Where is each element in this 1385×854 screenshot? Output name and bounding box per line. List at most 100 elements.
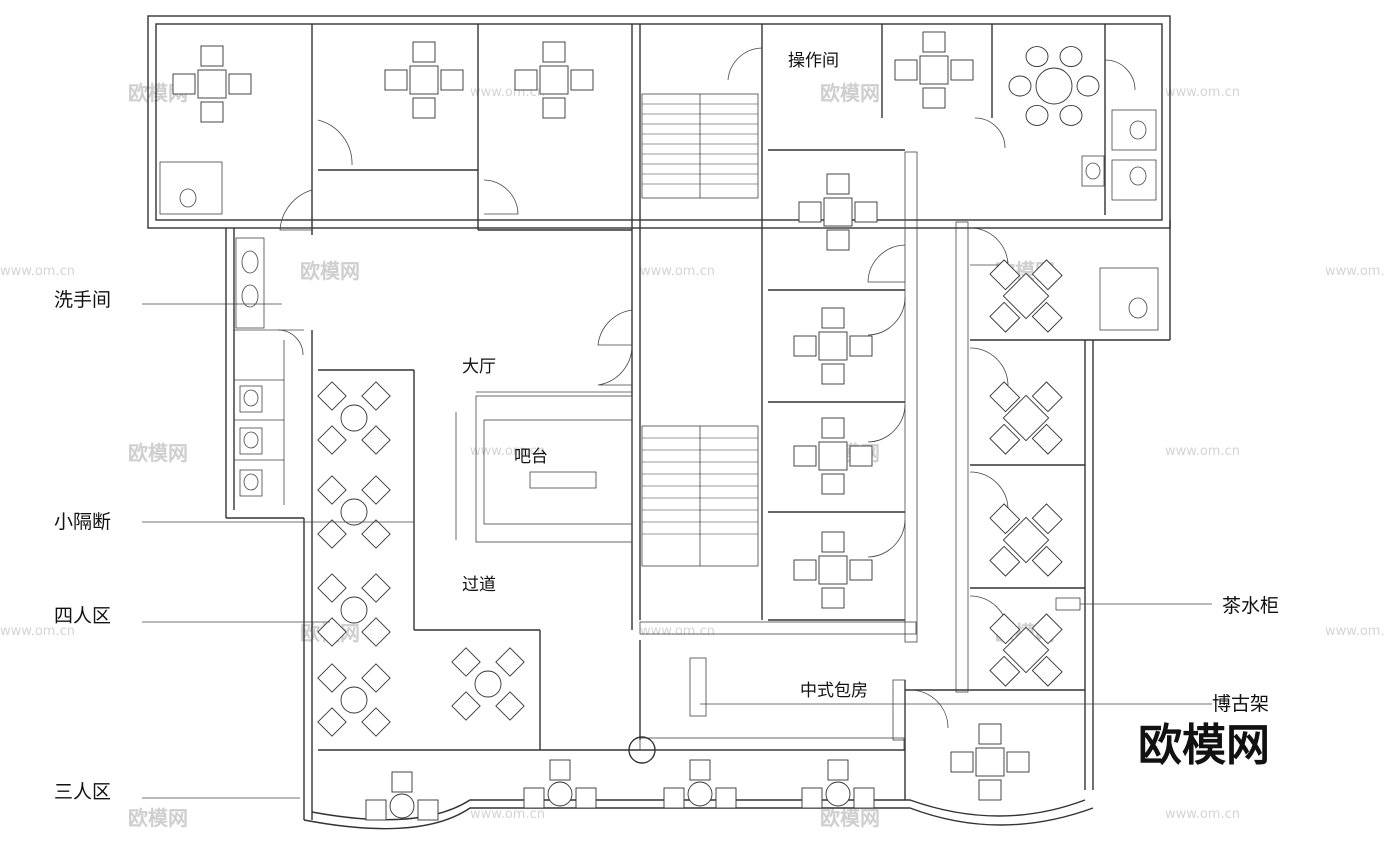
chair [821,363,845,385]
chair [826,173,850,195]
chair-seat [317,617,347,647]
chair [663,787,685,809]
bar-counter [455,391,633,543]
watermark-text: 欧模网 [820,81,880,105]
callout-three-person-area: 三人区 [54,781,111,803]
chair [989,423,1021,455]
chair [361,617,391,647]
watermark-layer: 欧模网 欧模网 欧模网 欧模网 欧模网 欧模网 欧模网 欧模网 欧模网 欧模网 … [0,81,1385,830]
chair [821,307,845,329]
square-table [975,747,1005,777]
round-table [340,686,368,714]
room-label-operation: 操作间 [788,51,839,71]
callout-antique-shelf: 博古架 [1212,693,1269,715]
chair [361,573,391,603]
round-table [474,670,502,698]
chair [317,573,347,603]
chair [978,779,1002,801]
square-table [823,197,853,227]
chair [989,545,1021,577]
rotated-table-set [989,381,1063,455]
exterior-walls [147,15,1171,830]
watermark-site: www.om.cn [0,624,75,639]
room-label-chinese-private-room: 中式包房 [800,681,868,701]
watermark-site: www.om.cn [1165,85,1240,100]
chair [384,69,408,91]
chair [542,41,566,63]
chair [1031,301,1063,333]
chair [821,417,845,439]
chair [495,647,525,677]
chair [228,73,252,95]
hatched-partitions [639,151,969,751]
square-table [1002,516,1050,564]
chair [361,475,391,505]
chair [1031,545,1063,577]
chair-seat [317,381,347,411]
chair [793,335,817,357]
chair [361,425,391,455]
square-table [1002,272,1050,320]
staircase-lower [641,425,759,567]
chair [801,787,823,809]
chair [821,531,845,553]
chair-seat [361,475,391,505]
room-label-lobby: 大厅 [462,357,496,377]
watermark-site: www.om.cn [0,264,75,279]
chair [361,519,391,549]
square-table [1002,626,1050,674]
chair [854,201,878,223]
round-table [825,781,851,807]
chair [894,59,918,81]
chair [317,617,347,647]
chair-seat [361,519,391,549]
callout-washroom: 洗手间 [54,289,111,311]
watermark-site: www.om.cn [640,264,715,279]
square-table [818,555,848,585]
chair [1059,104,1083,126]
chair-seat [495,691,525,721]
chair [451,647,481,677]
chair [922,87,946,109]
chair-seat [317,707,347,737]
round-table [340,498,368,526]
callout-four-person-area: 四人区 [54,605,111,627]
watermark-text: 欧模网 [128,441,188,465]
chair-seat [451,691,481,721]
chair [853,787,875,809]
chair [200,101,224,123]
square-table [818,441,848,471]
chair [849,445,873,467]
callout-tea-cabinet: 茶水柜 [1222,595,1279,617]
chair [1006,751,1030,773]
chair-seat [361,617,391,647]
chair [1031,503,1063,535]
chair [950,751,974,773]
chair [989,503,1021,535]
chair [1031,381,1063,413]
chair [361,663,391,693]
chair [989,655,1021,687]
staircase-upper [641,93,759,199]
chair [391,771,413,793]
chair-seat [361,707,391,737]
chair [1031,655,1063,687]
chair-seat [451,647,481,677]
square-table [1002,394,1050,442]
brand-logo: 欧模网 [1138,720,1270,771]
restroom-fixtures [159,109,1159,497]
watermark-site: www.om.cn [1165,444,1240,459]
watermark-site: www.om.cn [1165,807,1240,822]
round-column [628,736,656,764]
chair [1025,104,1049,126]
chair [1031,613,1063,645]
chair [922,31,946,53]
chair [849,559,873,581]
square-table [919,55,949,85]
chair [361,381,391,411]
round-table [1035,67,1073,105]
chair [849,335,873,357]
chair [523,787,545,809]
chair [989,613,1021,645]
